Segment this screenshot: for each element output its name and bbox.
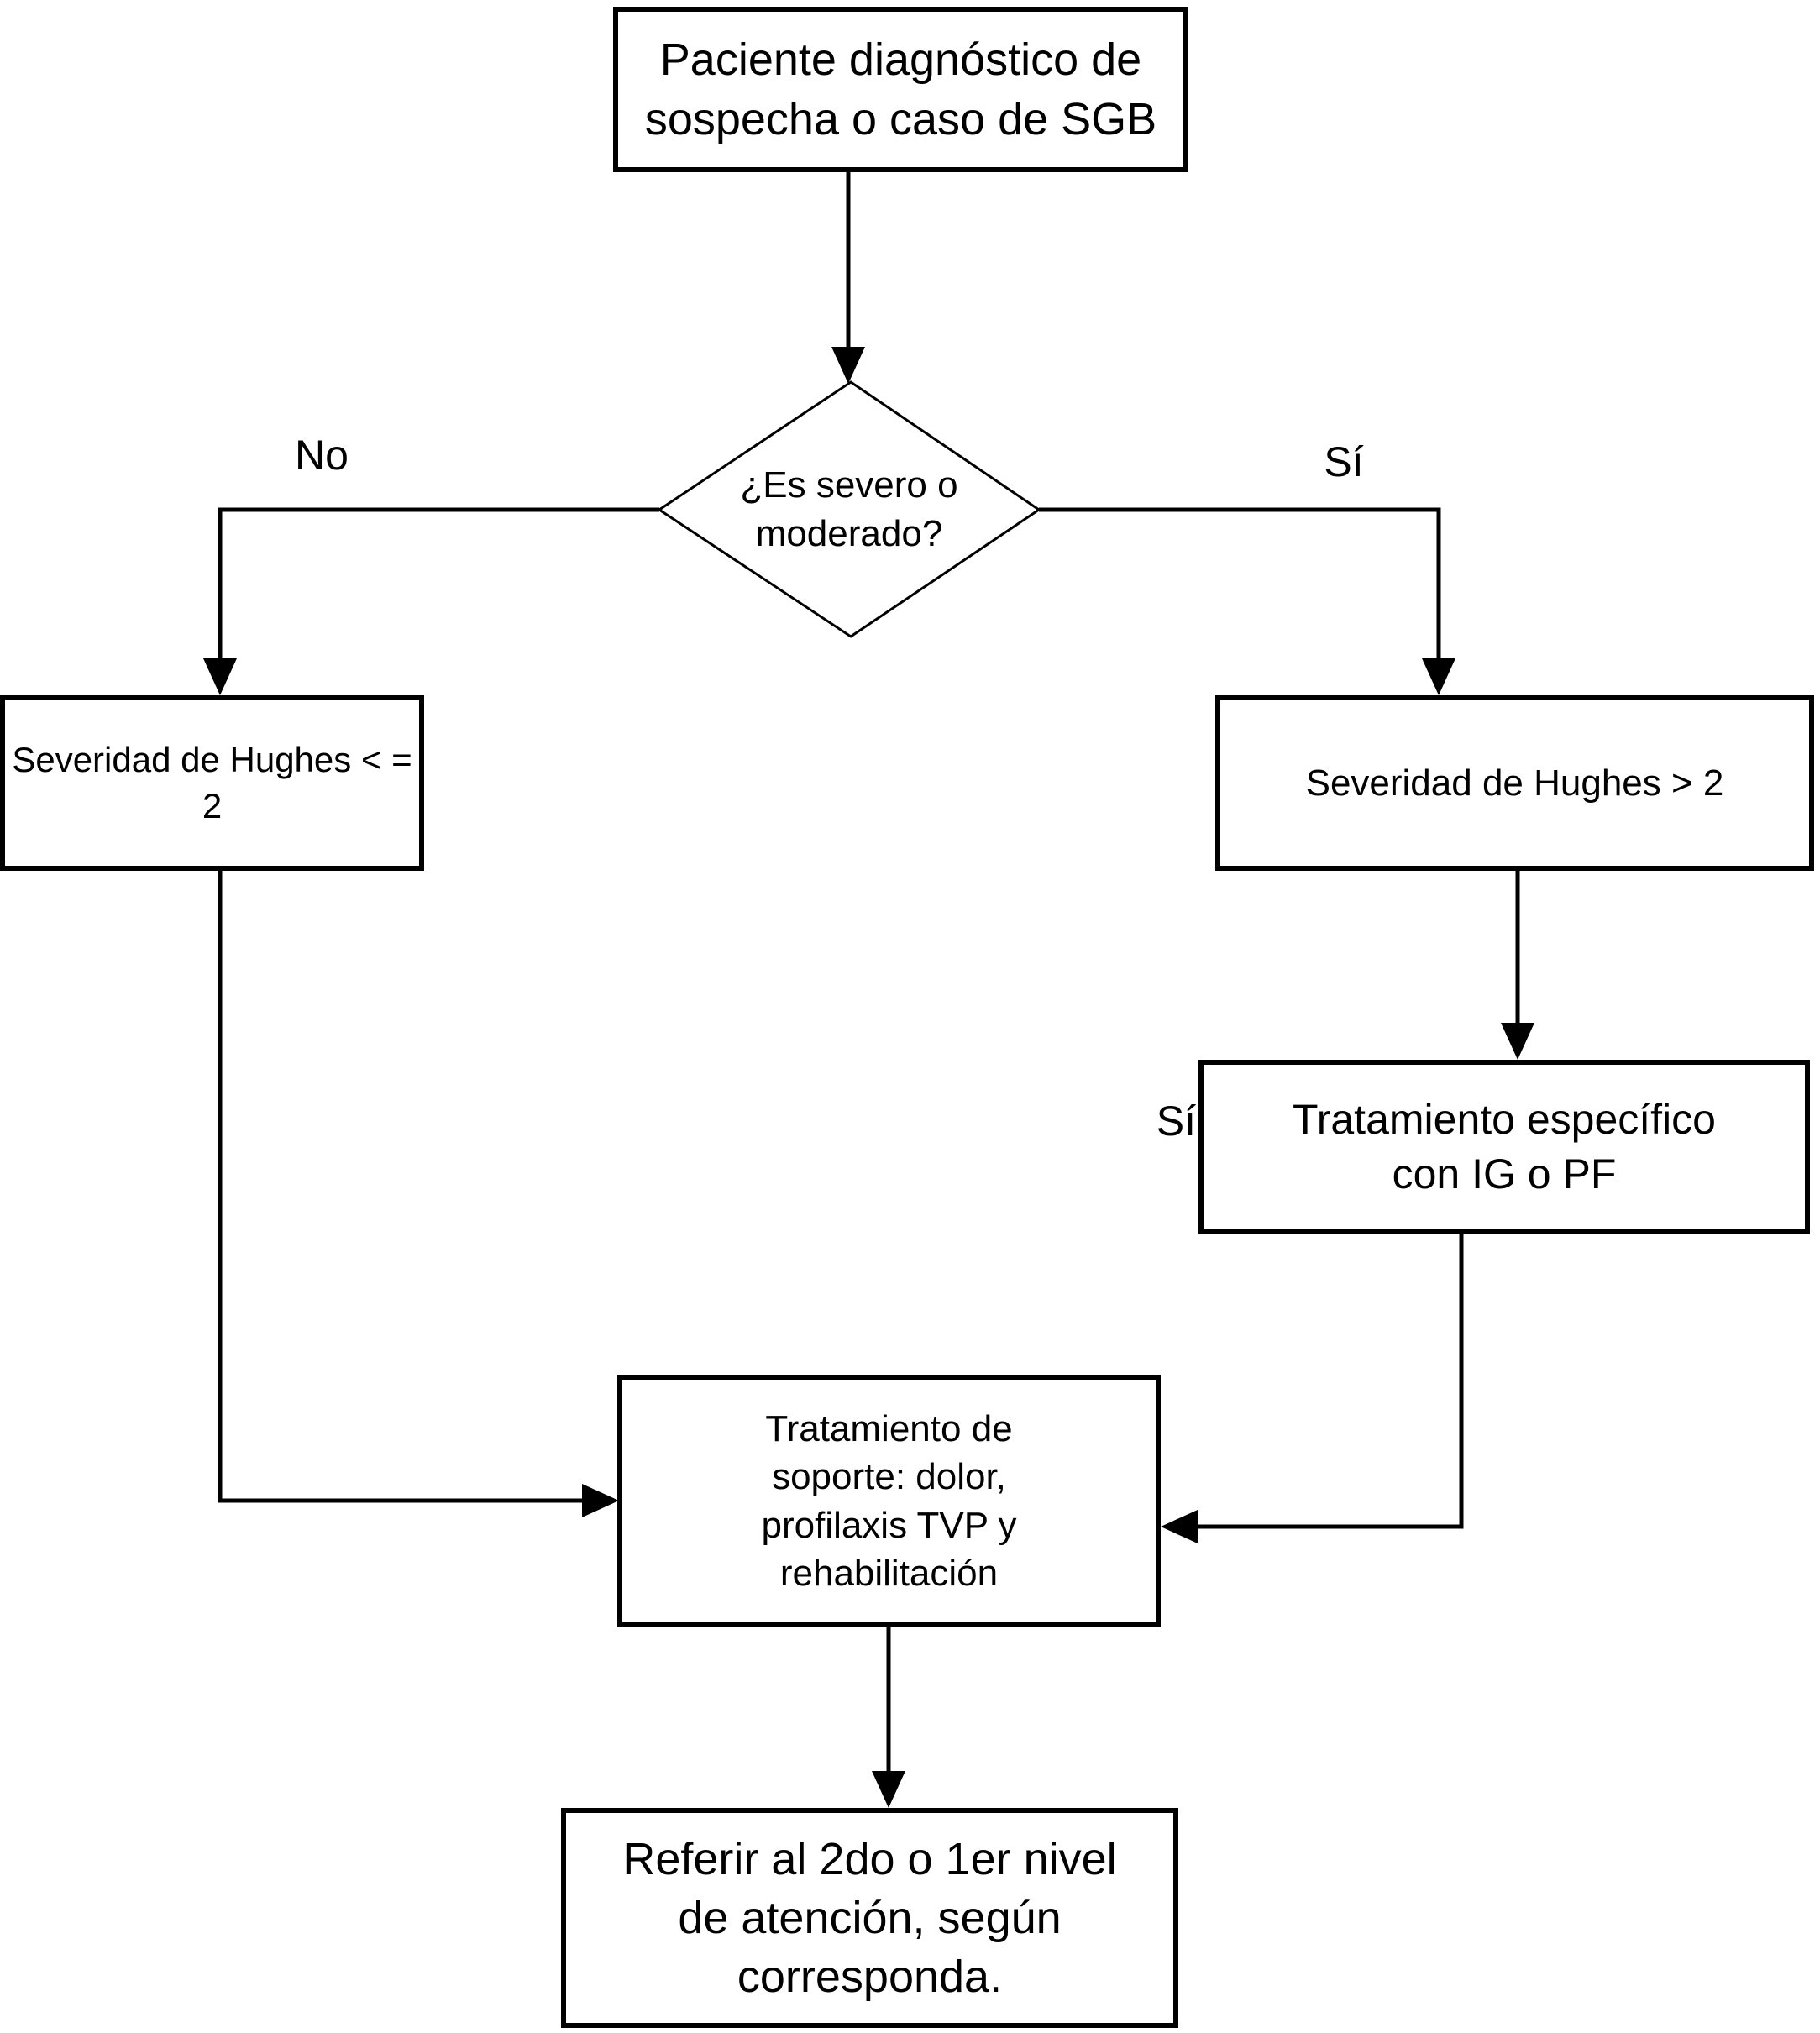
edge-label-si-decision: Sí	[1324, 438, 1364, 485]
node-referir-nivel-atencion-label: Referir al 2do o 1er nivel de atención, …	[622, 1833, 1117, 2003]
decision-diamond-shape	[657, 380, 1041, 638]
arrow-support-to-refer	[872, 1627, 905, 1808]
arrow-specific-to-support	[1161, 1234, 1464, 1543]
node-referir-nivel-atencion: Referir al 2do o 1er nivel de atención, …	[561, 1808, 1178, 2028]
edge-label-si-specific: Sí	[1156, 1098, 1196, 1145]
arrow-hughes-high-to-specific	[1501, 871, 1534, 1060]
decision-severo-moderado-label: ¿Es severo o moderado?	[740, 464, 958, 554]
decision-severo-moderado: ¿Es severo o moderado?	[659, 382, 1039, 637]
node-paciente-sgb-label: Paciente diagnóstico de sospecha o caso …	[644, 34, 1157, 144]
node-tratamiento-especifico-label: Tratamiento específico con IG o PF	[1293, 1096, 1716, 1197]
node-hughes-leq-2-label: Severidad de Hughes < = 2	[12, 739, 412, 825]
node-paciente-sgb: Paciente diagnóstico de sospecha o caso …	[613, 7, 1188, 172]
node-tratamiento-especifico: Tratamiento específico con IG o PF	[1198, 1060, 1810, 1234]
node-hughes-leq-2: Severidad de Hughes < = 2	[0, 695, 424, 871]
node-tratamiento-soporte-label: Tratamiento de soporte: dolor, profilaxi…	[761, 1408, 1017, 1594]
arrow-hughes-low-to-support	[218, 871, 619, 1517]
node-hughes-gt-2: Severidad de Hughes > 2	[1215, 695, 1814, 871]
arrow-start-to-decision	[831, 172, 865, 384]
edge-label-no: No	[295, 432, 349, 479]
node-tratamiento-soporte: Tratamiento de soporte: dolor, profilaxi…	[617, 1375, 1161, 1627]
node-hughes-gt-2-label: Severidad de Hughes > 2	[1305, 762, 1724, 804]
arrow-decision-to-hughes-low	[203, 507, 659, 695]
arrow-decision-to-hughes-high	[1039, 507, 1455, 695]
